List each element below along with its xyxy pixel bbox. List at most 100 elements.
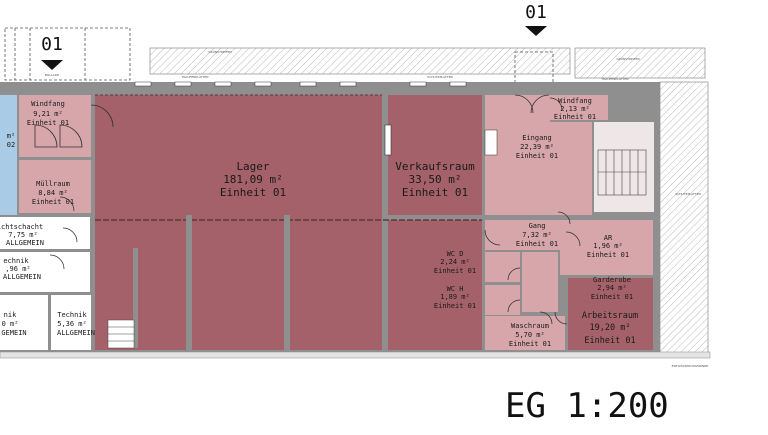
outer-strip-bottom [0,351,711,359]
svg-text:nik: nik [4,311,17,319]
annotation: SCHUTZPLATTEN [427,75,452,79]
svg-text:5,36 m²: 5,36 m² [57,320,87,328]
svg-text:22,39 m²: 22,39 m² [520,143,554,151]
room-garderobe: Garderobe 2,94 m² Einheit 01 [591,276,633,301]
svg-text:Eingang: Eingang [522,134,552,142]
section-marker-right-arrow [525,26,547,36]
room-windfang-right: Windfang 2,13 m² Einheit 01 [554,97,596,121]
room-verkaufsraum-fill [388,95,482,215]
room-technik-b: nik 0 m² GEMEIN [1,311,26,337]
svg-text:19,20 m²: 19,20 m² [590,323,631,333]
svg-text:Einheit 01: Einheit 01 [516,152,558,160]
green-strip-right [574,47,706,79]
svg-text:Waschraum: Waschraum [511,322,549,330]
svg-text:Einheit 01: Einheit 01 [220,186,286,199]
svg-text:1,89 m²: 1,89 m² [440,293,470,301]
svg-text:7,75 m²: 7,75 m² [8,231,38,239]
room-ar-fill [560,220,653,275]
annotation: GRÜNSTREIFEN [208,49,231,54]
svg-text:Einheit 01: Einheit 01 [591,293,633,301]
svg-text:WC D: WC D [447,250,464,258]
room-gang: Gang 7,32 m² Einheit 01 [516,222,558,248]
svg-text:AR: AR [604,234,613,242]
svg-text:Garderobe: Garderobe [593,276,631,284]
svg-text:2,13 m²: 2,13 m² [560,105,590,113]
stair-area [594,122,654,212]
svg-text:ALLGEMEIN: ALLGEMEIN [6,239,44,247]
room-verkaufsraum: Verkaufsraum 33,50 m² Einheit 01 [395,160,475,199]
roof-windows [134,81,467,87]
room-arbeitsraum: Arbeitsraum 19,20 m² Einheit 01 [582,311,638,346]
svg-text:Lager: Lager [236,160,269,173]
plan-scale-label: EG 1:200 [505,386,669,426]
svg-text:Gang: Gang [529,222,546,230]
room-lower-dark-fill [388,220,482,350]
svg-text:Technik: Technik [57,311,87,319]
svg-text:Müllraum: Müllraum [36,180,70,188]
svg-text:ichtschacht: ichtschacht [0,223,43,231]
svg-text:,96 m²: ,96 m² [5,265,30,273]
left-stair [107,319,135,349]
room-technik-b-fill [0,295,48,350]
svg-text:Windfang: Windfang [558,97,592,105]
svg-text:1,96 m²: 1,96 m² [593,242,623,250]
room-muellraum: Müllraum 8,84 m² Einheit 01 [32,180,74,206]
svg-text:ALLGEMEIN: ALLGEMEIN [3,273,41,281]
svg-text:Einheit 01: Einheit 01 [402,186,468,199]
svg-text:Einheit 01: Einheit 01 [516,240,558,248]
room-wc-d-fill [485,252,520,282]
room-waschraum: Waschraum 5,70 m² Einheit 01 [509,322,551,348]
svg-text:2,24 m²: 2,24 m² [440,258,470,266]
room-technik-a-fill [0,252,90,292]
svg-text:Einheit 01: Einheit 01 [434,302,476,310]
svg-text:33,50 m²: 33,50 m² [409,173,462,186]
svg-text:Einheit 01: Einheit 01 [434,267,476,275]
room-partial-top: m² 02 [7,132,15,149]
section-marker-left-label: 01 [41,34,63,55]
svg-text:Einheit 01: Einheit 01 [584,336,635,346]
svg-text:echnik: echnik [3,257,29,265]
svg-text:Verkaufsraum: Verkaufsraum [395,160,475,173]
svg-text:Einheit 01: Einheit 01 [554,113,596,121]
annotation: BOLLARD [45,73,60,77]
section-marker-left-arrow [41,60,63,70]
room-technik-c-fill [51,295,91,350]
annotation: TRAUFENPLATTEN [600,77,628,81]
svg-text:Windfang: Windfang [31,100,65,108]
svg-text:ALLGEMEIN: ALLGEMEIN [57,329,95,337]
room-wc-h-fill [485,285,520,315]
annotation: GRÜNSTREIFEN [616,56,639,61]
room-ar: AR 1,96 m² Einheit 01 [587,234,629,259]
svg-text:Einheit 01: Einheit 01 [587,251,629,259]
svg-text:m²: m² [7,132,15,140]
room-muellraum-fill [19,160,91,213]
room-lager: Lager 181,09 m² Einheit 01 [220,160,286,199]
room-wc-h: WC H 1,89 m² Einheit 01 [434,285,476,310]
slab-strip-right [659,81,709,355]
room-garderobe-fill [522,252,558,312]
room-windfang-left: Windfang 9,21 m² Einheit 01 [27,100,69,127]
room-windfang-right-fill [550,95,608,120]
green-strip-top [149,47,571,75]
svg-text:9,21 m²: 9,21 m² [33,110,63,118]
room-eingang-extension [550,122,592,215]
room-technik-a: echnik ,96 m² ALLGEMEIN [3,257,41,281]
svg-text:2,94 m²: 2,94 m² [597,284,627,292]
room-lichtschacht-fill [0,217,90,249]
svg-text:Arbeitsraum: Arbeitsraum [582,311,638,321]
svg-text:0 m²: 0 m² [2,320,19,328]
svg-text:WC H: WC H [447,285,464,293]
svg-text:Einheit 01: Einheit 01 [509,340,551,348]
svg-text:7,32 m²: 7,32 m² [522,231,552,239]
room-arbeitsraum-fill [568,278,653,350]
canopy-outline [4,27,131,81]
room-partial-blue [0,95,17,215]
annotation: SCHUTZPLATTEN [675,192,700,196]
room-lichtschacht: ichtschacht 7,75 m² ALLGEMEIN [0,223,44,247]
annotation: ENTWÄSSERUNGSRINNE [672,363,709,368]
svg-text:GEMEIN: GEMEIN [1,329,26,337]
svg-text:Einheit 01: Einheit 01 [32,198,74,206]
room-technik-c: Technik 5,36 m² ALLGEMEIN [57,311,95,337]
svg-text:02: 02 [7,141,15,149]
svg-text:5,70 m²: 5,70 m² [515,331,545,339]
